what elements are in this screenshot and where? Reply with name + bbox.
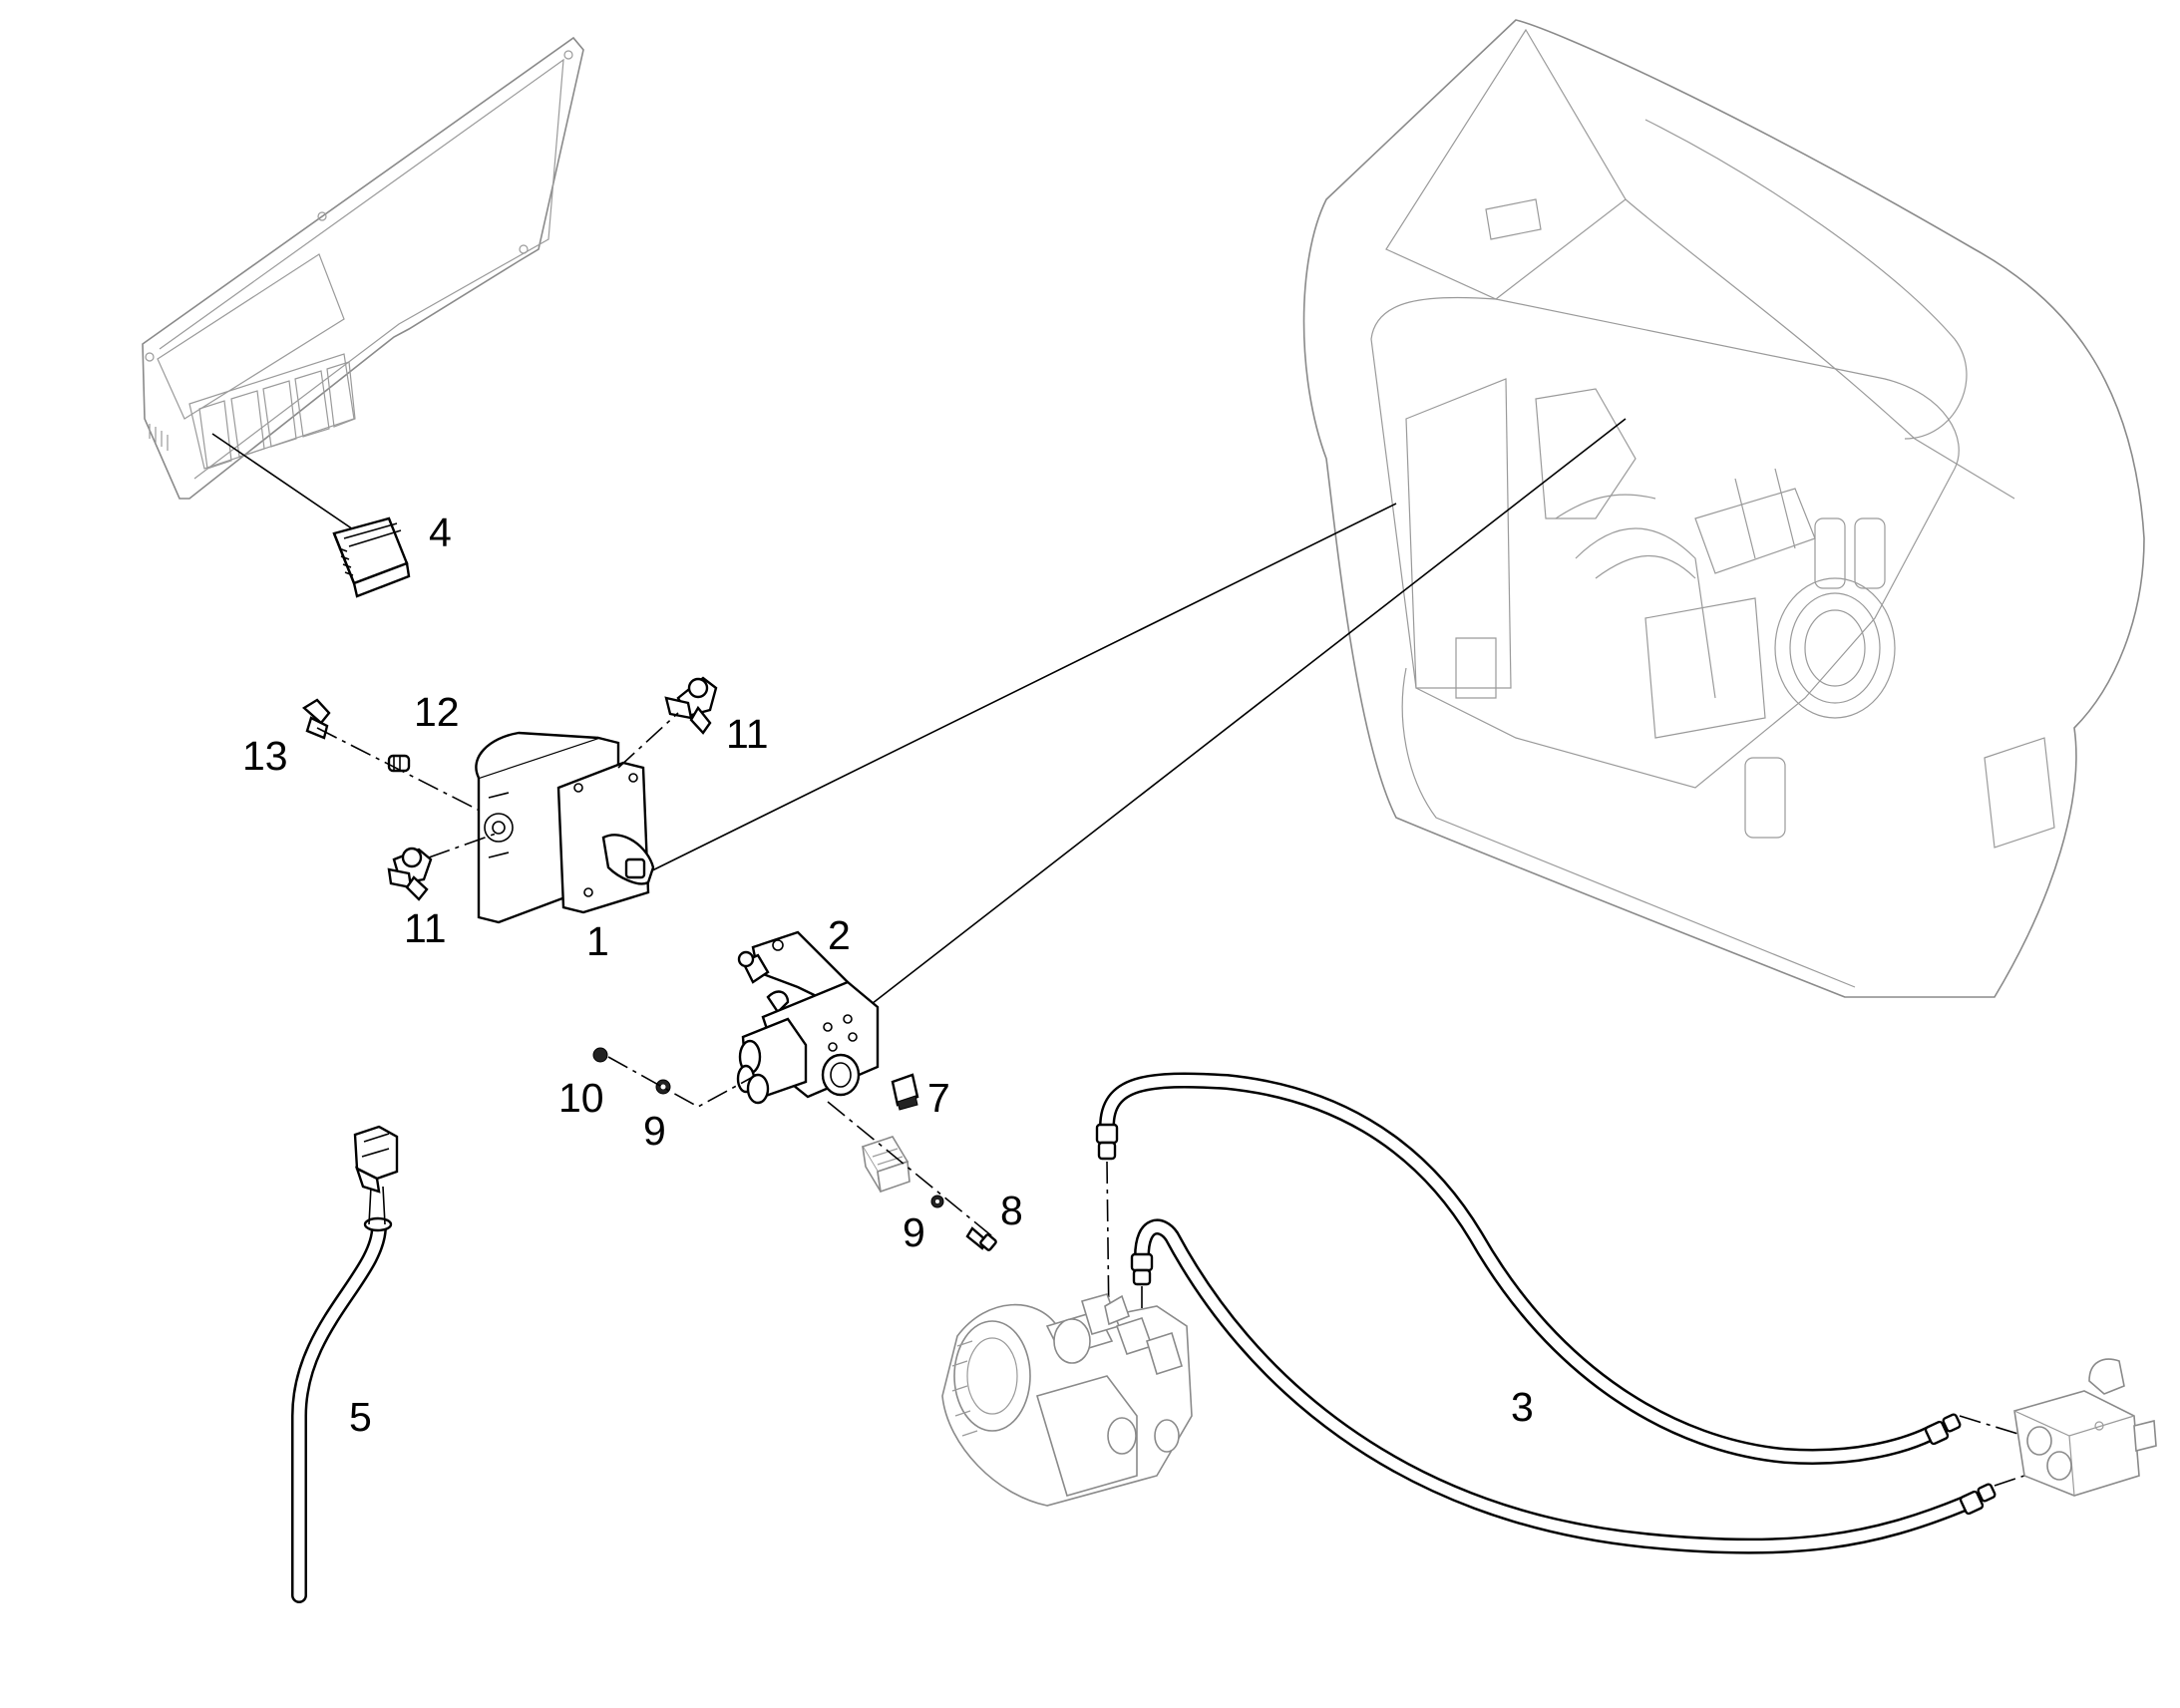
callout-11-upper: 11 xyxy=(726,711,769,757)
nipple-fitting-part-12 xyxy=(387,754,411,773)
valve-block-part-2 xyxy=(736,930,880,1105)
wiring-harness-part-5 xyxy=(291,1125,399,1603)
dashdot-hose-upper xyxy=(1106,1161,1110,1327)
callout-13: 13 xyxy=(242,733,288,779)
dashdot-11-lower xyxy=(428,832,500,858)
leader-2 xyxy=(867,418,1627,1008)
callout-4: 4 xyxy=(429,510,452,555)
screw-part-8 xyxy=(965,1226,997,1251)
callout-9-upper: 9 xyxy=(643,1108,666,1154)
dashboard-panel xyxy=(142,36,584,500)
callout-2: 2 xyxy=(828,912,851,958)
engine-bay-hood xyxy=(1302,19,2145,998)
tee-fitting-part-11-upper xyxy=(664,676,718,735)
leader-4 xyxy=(211,433,360,534)
callout-9-lower: 9 xyxy=(903,1209,925,1255)
dashdot-13-12-1 xyxy=(316,727,485,814)
hydraulic-hoses-part-3 xyxy=(1095,1072,1997,1554)
solenoid-coil xyxy=(861,1136,910,1194)
hydraulic-pump-part-1 xyxy=(475,731,655,924)
callout-7: 7 xyxy=(927,1075,950,1121)
dashdot-10-9 xyxy=(607,1056,754,1108)
rocker-switch-part-4 xyxy=(332,516,411,598)
washer-part-9-upper xyxy=(655,1079,671,1095)
plug-part-10 xyxy=(592,1047,608,1063)
dashdot-valve-upper xyxy=(1959,1415,2025,1437)
callout-3: 3 xyxy=(1511,1384,1534,1430)
dashdot-7-8 xyxy=(827,1101,993,1237)
callout-1: 1 xyxy=(586,918,609,964)
tee-fitting-part-11-lower xyxy=(387,847,433,901)
connector-part-7 xyxy=(891,1073,919,1111)
callout-11-lower: 11 xyxy=(404,905,447,951)
washer-part-9-lower xyxy=(930,1195,944,1208)
tandem-pump-assembly xyxy=(941,1293,1193,1507)
leader-1 xyxy=(637,503,1397,878)
diverter-valve xyxy=(2013,1358,2157,1497)
callout-8: 8 xyxy=(1000,1188,1023,1233)
callout-12: 12 xyxy=(414,689,460,735)
dashdot-11-upper xyxy=(617,712,679,769)
callout-10: 10 xyxy=(558,1075,604,1121)
callout-5: 5 xyxy=(349,1394,372,1440)
